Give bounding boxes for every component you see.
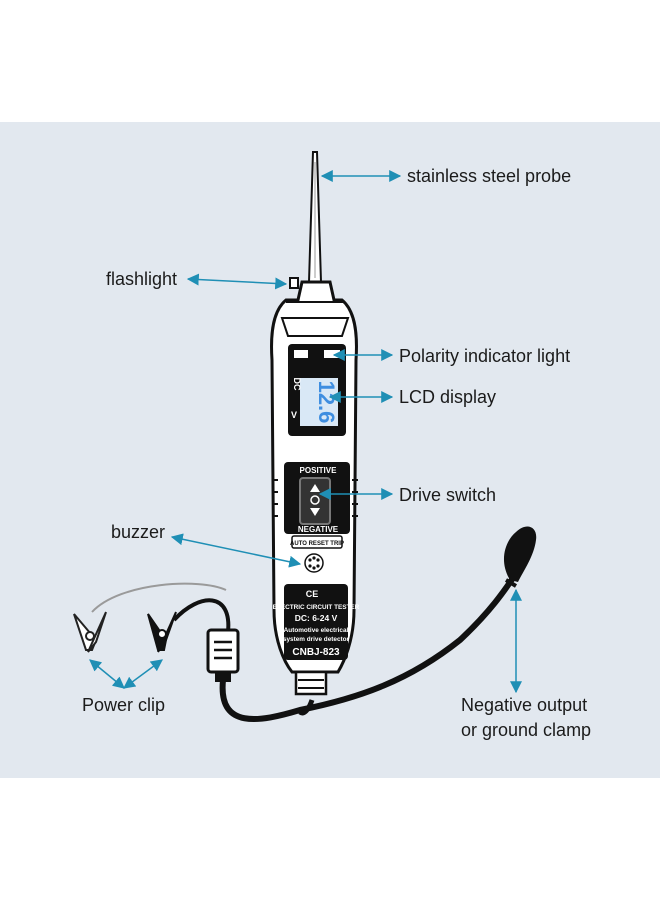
power-cable	[172, 598, 231, 633]
lcd-value: 12.6	[314, 381, 339, 424]
power-clip-wire	[91, 582, 227, 613]
positive-label: POSITIVE	[300, 466, 338, 475]
negative-output-label-line2: or ground clamp	[461, 720, 592, 740]
cert-marks: CE	[306, 589, 319, 599]
tester-name: ELECTRIC CIRCUIT TESTER	[273, 604, 360, 611]
negative-output-label-line1: Negative output	[461, 695, 588, 715]
ground-clamp	[503, 526, 537, 588]
buzzer-arrow	[170, 533, 302, 568]
description-line-1: Automotive electrical	[284, 627, 349, 634]
power-clip-right	[147, 611, 177, 653]
polarity-label: Polarity indicator light	[399, 346, 571, 366]
buzzer-holes	[304, 553, 324, 573]
lcd-label: LCD display	[399, 387, 497, 407]
drive-switch-label: Drive switch	[399, 485, 497, 505]
description-line-2: system drive detector	[283, 636, 350, 643]
lcd-side-text: DC	[292, 378, 302, 391]
power-clip-left	[73, 611, 107, 653]
auto-reset-label: AUTO RESET TRIP	[290, 541, 344, 547]
flashlight-arrow	[186, 273, 288, 290]
info-plate	[284, 584, 348, 660]
main-cable	[219, 573, 518, 723]
power-clip-arrow-right	[123, 659, 163, 689]
model-number: CNBJ-823	[292, 647, 340, 658]
negative-label: NEGATIVE	[298, 525, 339, 534]
lcd-unit: V	[291, 410, 297, 420]
voltage-range: DC: 6-24 V	[295, 613, 338, 623]
probe-label: stainless steel probe	[407, 166, 572, 186]
flashlight-label: flashlight	[106, 269, 178, 289]
buzzer-label: buzzer	[111, 522, 166, 542]
power-plug	[206, 628, 240, 682]
power-clip-arrow-left	[89, 659, 125, 689]
power-clip-label: Power clip	[82, 695, 166, 715]
lcd-module	[288, 344, 346, 436]
